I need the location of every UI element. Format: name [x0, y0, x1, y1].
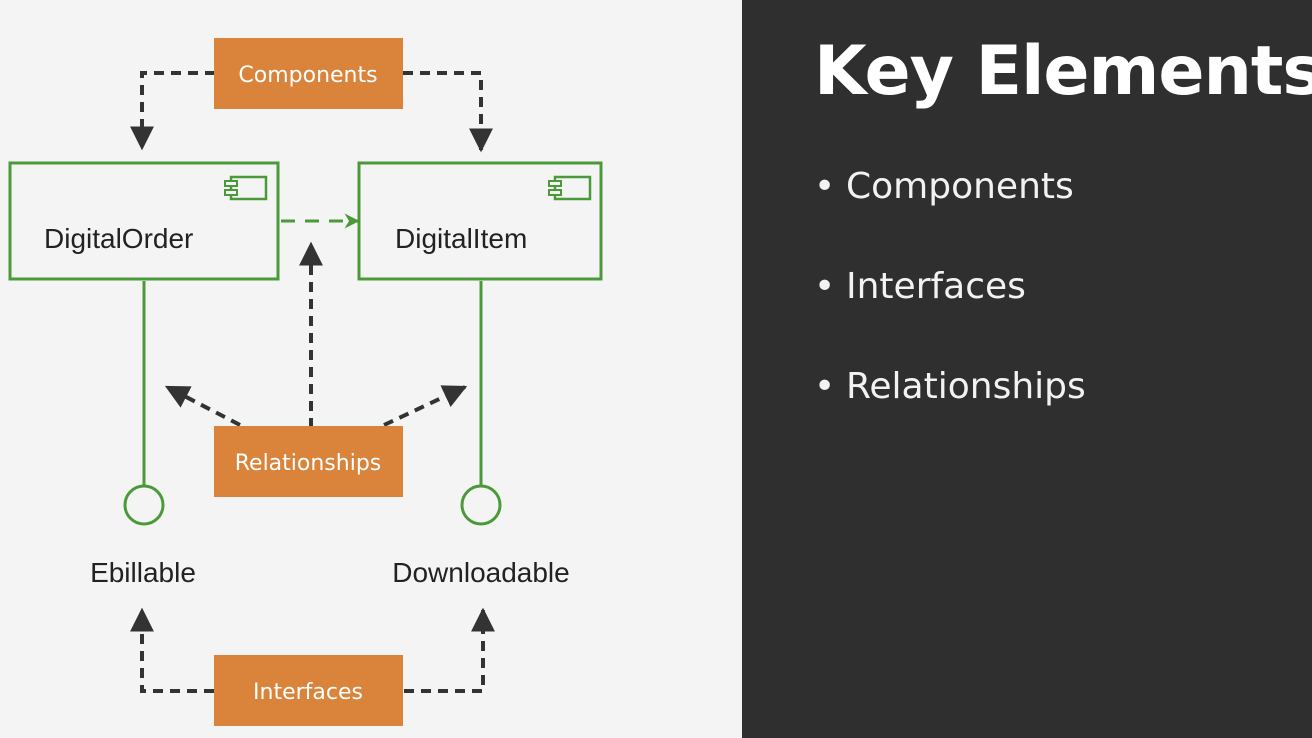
- interface-name: Downloadable: [392, 557, 569, 588]
- interfaces-pointer: [130, 607, 495, 693]
- bullet-text: Interfaces: [846, 266, 1026, 307]
- component-icon: [224, 175, 268, 201]
- component-name: DigitalOrder: [44, 223, 193, 254]
- callout-label: Components: [238, 63, 377, 88]
- component-digital-order[interactable]: DigitalOrder: [8, 161, 280, 281]
- interface-downloadable[interactable]: Downloadable: [392, 281, 570, 588]
- bullet-dot-icon: •: [814, 266, 836, 307]
- bullet-text: Relationships: [846, 366, 1086, 407]
- callout-label: Interfaces: [253, 680, 363, 705]
- diagram-panel: DigitalOrder DigitalItem Ebillable Downl…: [8, 38, 603, 726]
- bullet-item: •Components: [814, 162, 1086, 262]
- bullet-item: •Relationships: [814, 362, 1086, 462]
- bullet-list: •Components •Interfaces •Relationships: [814, 162, 1086, 462]
- callout-label: Relationships: [235, 451, 382, 476]
- bullet-dot-icon: •: [814, 166, 836, 207]
- callout-components: Components: [214, 38, 403, 109]
- interface-ebillable[interactable]: Ebillable: [90, 281, 196, 588]
- component-name: DigitalItem: [395, 223, 527, 254]
- relationships-pointer: [164, 241, 468, 428]
- bullet-text: Components: [846, 166, 1074, 207]
- components-pointer: [130, 71, 493, 153]
- bullet-dot-icon: •: [814, 366, 836, 407]
- slide-title: Key Elements: [814, 32, 1312, 111]
- component-icon: [548, 175, 592, 201]
- component-digital-item[interactable]: DigitalItem: [357, 161, 603, 281]
- bullet-item: •Interfaces: [814, 262, 1086, 362]
- callout-relationships: Relationships: [214, 426, 403, 497]
- interface-name: Ebillable: [90, 557, 196, 588]
- slide-panel: Key Elements •Components •Interfaces •Re…: [742, 0, 1312, 738]
- component-diagram: DigitalOrder DigitalItem Ebillable Downl…: [8, 38, 603, 726]
- callout-interfaces: Interfaces: [214, 655, 403, 726]
